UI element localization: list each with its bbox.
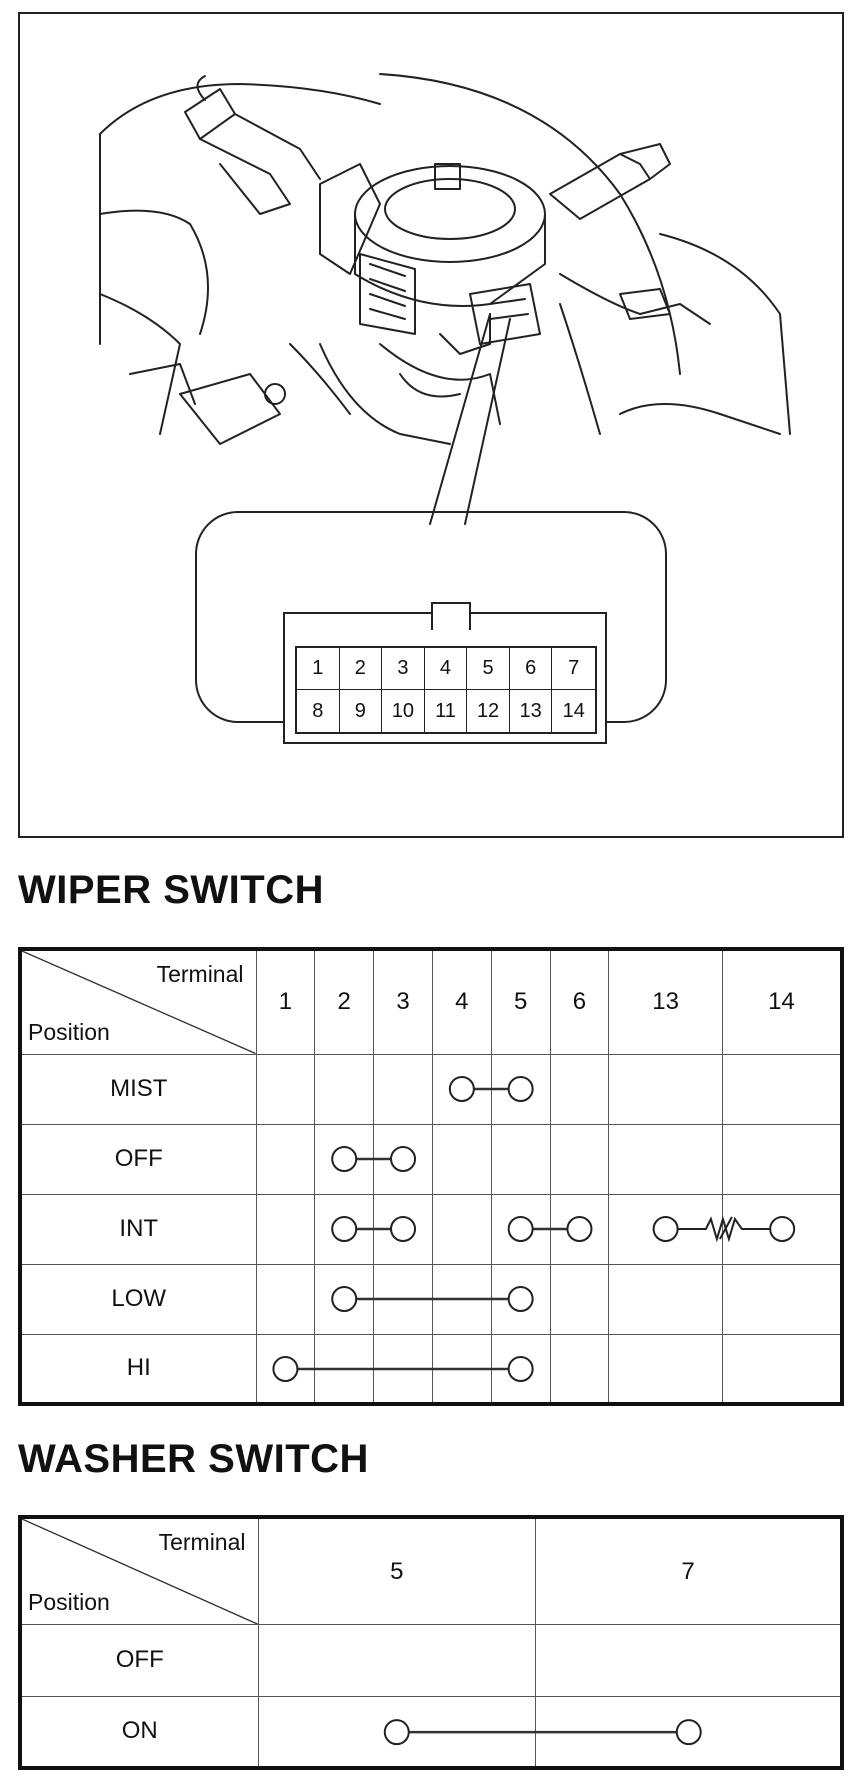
wiper-row-mist: MIST (19, 1053, 843, 1125)
connector-face: 1 2 3 4 5 6 7 8 9 10 11 12 13 14 (283, 602, 607, 744)
terminal-header: 4 (431, 948, 492, 1055)
position-label: MIST (19, 1053, 257, 1125)
terminal-header: 13 (608, 948, 723, 1055)
terminal-header: 2 (314, 948, 375, 1055)
connector-pin: 4 (424, 648, 468, 690)
diagonal-divider (22, 1519, 258, 1625)
position-label: OFF (19, 1123, 257, 1195)
connector-pin: 1 (297, 648, 340, 690)
wiper-header-row: Terminal Position 1 2 3 4 5 6 13 14 (19, 948, 843, 1055)
connector-key (431, 602, 471, 630)
terminal-header: 1 (255, 948, 316, 1055)
position-header-label: Position (28, 1589, 110, 1616)
washer-row-off: OFF (19, 1624, 843, 1697)
washer-row-on: ON (19, 1695, 843, 1769)
terminal-header: 7 (535, 1516, 843, 1626)
diagonal-divider (22, 951, 256, 1054)
connector-pin: 11 (425, 690, 468, 732)
wiper-row-int: INT (19, 1193, 843, 1265)
position-label: LOW (19, 1263, 257, 1335)
terminal-header-label: Terminal (156, 961, 244, 987)
connector-pin: 7 (552, 648, 595, 690)
terminal-header-label: Terminal (158, 1529, 246, 1555)
connector-pin: 3 (382, 648, 425, 690)
washer-continuity-table: Terminal Position 5 7 OFF ON (18, 1515, 844, 1770)
connector-pin: 13 (510, 690, 553, 732)
washer-header-corner: Terminal Position (19, 1516, 259, 1626)
connector-pin: 10 (382, 690, 425, 732)
terminal-header: 3 (373, 948, 433, 1055)
connector-pin-grid: 1 2 3 4 5 6 7 8 9 10 11 12 13 14 (295, 646, 597, 734)
connector-pin: 5 (467, 648, 510, 690)
wiper-continuity-table: Terminal Position 1 2 3 4 5 6 13 14 MIST… (18, 947, 844, 1406)
position-label: INT (19, 1193, 257, 1265)
connector-pin: 8 (297, 690, 340, 732)
wiper-switch-title: WIPER SWITCH (18, 868, 324, 912)
connector-pin: 9 (340, 690, 383, 732)
position-label: HI (19, 1333, 257, 1405)
wiper-header-corner: Terminal Position (19, 948, 257, 1055)
connector-pin: 6 (509, 648, 553, 690)
multifunction-switch-drawing (99, 73, 791, 723)
position-label: ON (19, 1695, 259, 1769)
terminal-header: 5 (257, 1516, 536, 1626)
connector-pin: 2 (339, 648, 383, 690)
connector-pin: 14 (562, 699, 585, 722)
washer-header-row: Terminal Position 5 7 (19, 1516, 843, 1626)
washer-switch-title: WASHER SWITCH (18, 1437, 369, 1481)
terminal-header: 6 (549, 948, 610, 1055)
terminal-header: 14 (721, 948, 843, 1055)
wiper-row-off: OFF (19, 1123, 843, 1195)
position-header-label: Position (28, 1018, 110, 1045)
wiper-row-low: LOW (19, 1263, 843, 1335)
connector-pin: 12 (467, 690, 510, 732)
wiper-row-hi: HI (19, 1333, 843, 1405)
position-label: OFF (19, 1624, 259, 1697)
terminal-header: 5 (490, 948, 551, 1055)
